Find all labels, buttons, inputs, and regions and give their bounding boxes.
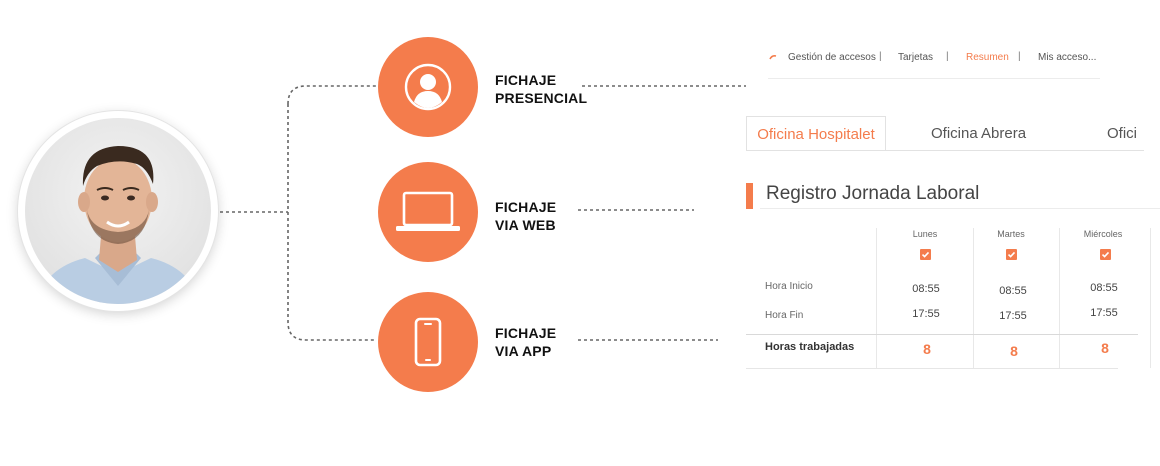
section-title: Registro Jornada Laboral (766, 183, 980, 204)
check-icon (921, 251, 930, 258)
day-header-martes: Martes (997, 229, 1025, 239)
top-nav: Gestión de accesos | Tarjetas | Resumen … (768, 50, 1100, 79)
cell-inicio-miercoles: 08:55 (1090, 282, 1118, 294)
day-header-lunes: Lunes (912, 229, 938, 239)
nav-resumen[interactable]: Resumen (966, 52, 1009, 63)
cell-fin-lunes: 17:55 (912, 308, 940, 320)
nav-separator: | (879, 51, 882, 62)
avatar-photo (25, 118, 211, 304)
row-label-hora-fin: Hora Fin (765, 310, 804, 321)
spinner-icon (769, 55, 777, 60)
column-divider (1150, 228, 1151, 368)
nav-separator: | (1018, 51, 1021, 62)
cell-inicio-lunes: 08:55 (912, 283, 940, 295)
total-martes: 8 (1010, 343, 1018, 359)
tab-oficina-hospitalet[interactable]: Oficina Hospitalet (746, 116, 886, 150)
web-method-circle (378, 162, 478, 262)
cell-inicio-martes: 08:55 (999, 285, 1027, 297)
column-divider (1059, 228, 1060, 368)
column-divider (973, 228, 974, 368)
avatar (18, 111, 218, 311)
smartphone-icon (414, 317, 442, 367)
laptop-icon (396, 191, 460, 231)
presencial-method-circle (378, 37, 478, 137)
column-divider (876, 228, 877, 368)
row-label-hora-inicio: Hora Inicio (765, 281, 813, 292)
app-method-circle (378, 292, 478, 392)
cell-fin-miercoles: 17:55 (1090, 307, 1118, 319)
checkbox-martes[interactable] (1006, 249, 1017, 260)
total-miercoles: 8 (1101, 340, 1109, 356)
totals-divider (746, 334, 1138, 335)
check-icon (1007, 251, 1016, 258)
total-label: Horas trabajadas (765, 341, 855, 353)
checkbox-miercoles[interactable] (1100, 249, 1111, 260)
checkbox-lunes[interactable] (920, 249, 931, 260)
total-lunes: 8 (923, 341, 931, 357)
table-bottom-border (746, 368, 1118, 369)
nav-mis-accesos[interactable]: Mis acceso... (1038, 52, 1097, 63)
nav-gestion-accesos[interactable]: Gestión de accesos (788, 52, 876, 63)
day-header-miercoles: Miércoles (1083, 229, 1123, 239)
nav-tarjetas[interactable]: Tarjetas (898, 52, 934, 63)
section-divider (760, 208, 1160, 209)
user-icon (404, 63, 452, 111)
tab-oficina-partial[interactable]: Ofici (1107, 125, 1137, 142)
office-tabs: Oficina Hospitalet Oficina Abrera Ofici (746, 116, 1144, 151)
tab-oficina-abrera[interactable]: Oficina Abrera (931, 125, 1027, 142)
check-icon (1101, 251, 1110, 258)
section-accent-bar (746, 183, 753, 209)
cell-fin-martes: 17:55 (999, 310, 1027, 322)
nav-separator: | (946, 51, 949, 62)
